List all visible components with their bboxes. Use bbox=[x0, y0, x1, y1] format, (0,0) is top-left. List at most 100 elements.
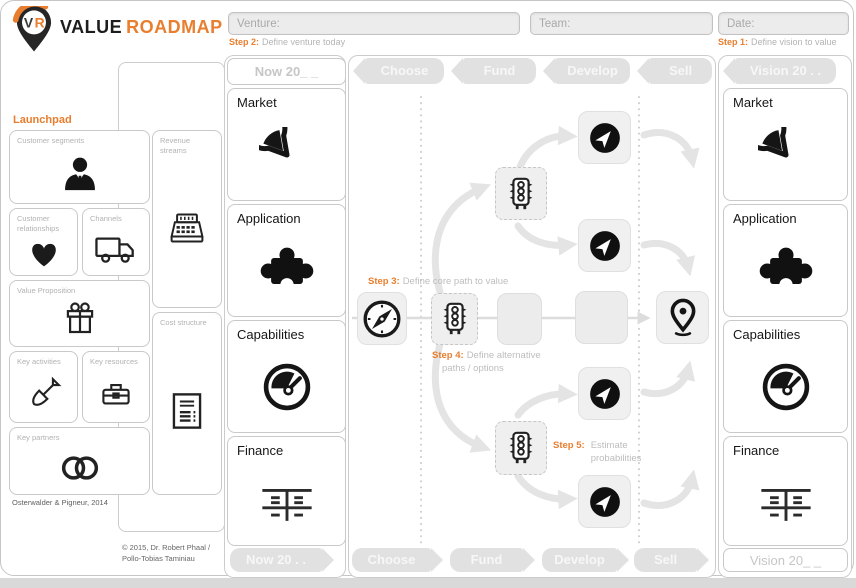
key-resources-label: Key resources bbox=[90, 357, 138, 366]
traffic-light-box-lower[interactable] bbox=[495, 421, 547, 475]
value-point-box[interactable] bbox=[656, 291, 709, 344]
now-column-header: Now 20_ _ bbox=[227, 58, 346, 85]
person-icon bbox=[10, 146, 149, 203]
copyright-line2: Pollo-Tobias Taminiau bbox=[122, 553, 195, 563]
revenue-streams-label: Revenue streams bbox=[160, 136, 191, 155]
vision-column-header-arrow: Vision 20 . . bbox=[723, 58, 836, 84]
step4-label: Step 4:Define alternative paths / option… bbox=[432, 350, 541, 376]
date-input[interactable] bbox=[718, 12, 849, 35]
customer-segments-box[interactable]: Customer segments bbox=[9, 130, 150, 204]
key-activities-box[interactable]: Key activities bbox=[9, 351, 78, 423]
now-application-label: Application bbox=[237, 211, 301, 226]
step4-line2: paths / options bbox=[442, 362, 504, 374]
invoice-icon bbox=[153, 328, 221, 494]
path-placeholder-box-1[interactable] bbox=[497, 293, 542, 345]
traffic-light-icon bbox=[509, 431, 533, 464]
navigation-box-4[interactable] bbox=[578, 475, 631, 528]
heart-icon bbox=[10, 234, 77, 276]
step2-prefix: Step 2: bbox=[229, 37, 260, 47]
value-proposition-box[interactable]: Value Proposition bbox=[9, 280, 150, 347]
cost-structure-label: Cost structure bbox=[160, 318, 207, 327]
step5-line2: probabilities bbox=[590, 452, 642, 464]
truck-icon bbox=[83, 224, 149, 275]
venture-input[interactable] bbox=[228, 12, 520, 35]
navigation-box-2[interactable] bbox=[578, 219, 631, 272]
vision-capabilities-box[interactable]: Capabilities bbox=[723, 320, 848, 433]
logo-pin-icon: V R bbox=[12, 6, 56, 54]
wordmark-roadmap: ROADMAP bbox=[126, 17, 223, 37]
vision-application-box[interactable]: Application bbox=[723, 204, 848, 317]
key-partners-box[interactable]: Key partners bbox=[9, 427, 150, 495]
wordmark-value: VALUE bbox=[60, 17, 123, 37]
now-market-box[interactable]: Market bbox=[227, 88, 346, 201]
now-capabilities-box[interactable]: Capabilities bbox=[227, 320, 346, 433]
step3-prefix: Step 3: bbox=[368, 276, 400, 287]
shovel-icon bbox=[10, 367, 77, 422]
navigation-icon bbox=[589, 230, 620, 261]
step1-label: Step 1:Define vision to value bbox=[718, 37, 837, 47]
compass-box[interactable] bbox=[357, 292, 407, 345]
traffic-light-icon bbox=[443, 302, 466, 335]
key-activities-label: Key activities bbox=[17, 357, 61, 366]
now-capabilities-label: Capabilities bbox=[237, 327, 305, 342]
pie-chart-icon bbox=[724, 110, 847, 200]
revenue-streams-box[interactable]: Revenue streams bbox=[152, 130, 222, 308]
logo-initial-v: V bbox=[24, 14, 34, 30]
channels-label: Channels bbox=[90, 214, 122, 223]
page-bottom-edge bbox=[0, 578, 856, 588]
navigation-icon bbox=[589, 378, 620, 409]
ledger-icon bbox=[724, 458, 847, 545]
phase-choose-top: Choose bbox=[353, 58, 444, 84]
traffic-light-box-upper[interactable] bbox=[495, 167, 547, 220]
team-input[interactable] bbox=[530, 12, 713, 35]
phase-sell-bottom: Sell bbox=[634, 548, 709, 572]
vision-market-label: Market bbox=[733, 95, 773, 110]
now-footer-arrow: Now 20 . . bbox=[230, 548, 334, 572]
step2-text: Define venture today bbox=[262, 37, 346, 47]
navigation-icon bbox=[589, 486, 620, 517]
map-pin-icon bbox=[670, 298, 695, 336]
pie-chart-icon bbox=[228, 110, 345, 200]
rings-icon bbox=[10, 443, 149, 494]
vision-finance-box[interactable]: Finance bbox=[723, 436, 848, 546]
step1-prefix: Step 1: bbox=[718, 37, 749, 47]
vision-column-footer: Vision 20_ _ bbox=[723, 548, 848, 572]
phase-fund-bottom: Fund bbox=[450, 548, 535, 572]
customer-relationships-label: Customer relationships bbox=[17, 214, 60, 233]
key-resources-box[interactable]: Key resources bbox=[82, 351, 150, 423]
channels-box[interactable]: Channels bbox=[82, 208, 150, 276]
key-partners-label: Key partners bbox=[17, 433, 60, 442]
step4-prefix: Step 4: bbox=[432, 350, 464, 361]
phase-develop-bottom: Develop bbox=[542, 548, 629, 572]
customer-relationships-box[interactable]: Customer relationships bbox=[9, 208, 78, 276]
phase-sell-top: Sell bbox=[637, 58, 712, 84]
path-placeholder-box-2[interactable] bbox=[575, 291, 628, 344]
navigation-icon bbox=[589, 122, 620, 153]
step2-label: Step 2:Define venture today bbox=[229, 37, 345, 47]
vision-capabilities-label: Capabilities bbox=[733, 327, 801, 342]
traffic-light-box-core[interactable] bbox=[431, 293, 478, 345]
navigation-box-1[interactable] bbox=[578, 111, 631, 164]
now-finance-box[interactable]: Finance bbox=[227, 436, 346, 546]
puzzle-icon bbox=[724, 226, 847, 316]
customer-segments-label: Customer segments bbox=[17, 136, 85, 145]
step3-label: Step 3:Define core path to value bbox=[368, 276, 508, 289]
cost-structure-box[interactable]: Cost structure bbox=[152, 312, 222, 495]
now-application-box[interactable]: Application bbox=[227, 204, 346, 317]
step5-line1: Estimate bbox=[590, 440, 628, 451]
phase-fund-top: Fund bbox=[451, 58, 536, 84]
vision-finance-label: Finance bbox=[733, 443, 780, 458]
toolbox-icon bbox=[83, 367, 149, 422]
gauge-icon bbox=[228, 342, 345, 432]
traffic-light-icon bbox=[509, 177, 533, 209]
copyright: © 2015, Dr. Robert Phaal / Pollo-Tobias … bbox=[122, 543, 224, 564]
vision-market-box[interactable]: Market bbox=[723, 88, 848, 201]
compass-icon bbox=[363, 300, 401, 337]
step4-line1: Define alternative bbox=[466, 350, 541, 361]
puzzle-icon bbox=[228, 226, 345, 316]
navigation-box-3[interactable] bbox=[578, 367, 631, 420]
step5-prefix: Step 5: bbox=[553, 440, 585, 451]
step3-text: Define core path to value bbox=[402, 276, 509, 287]
